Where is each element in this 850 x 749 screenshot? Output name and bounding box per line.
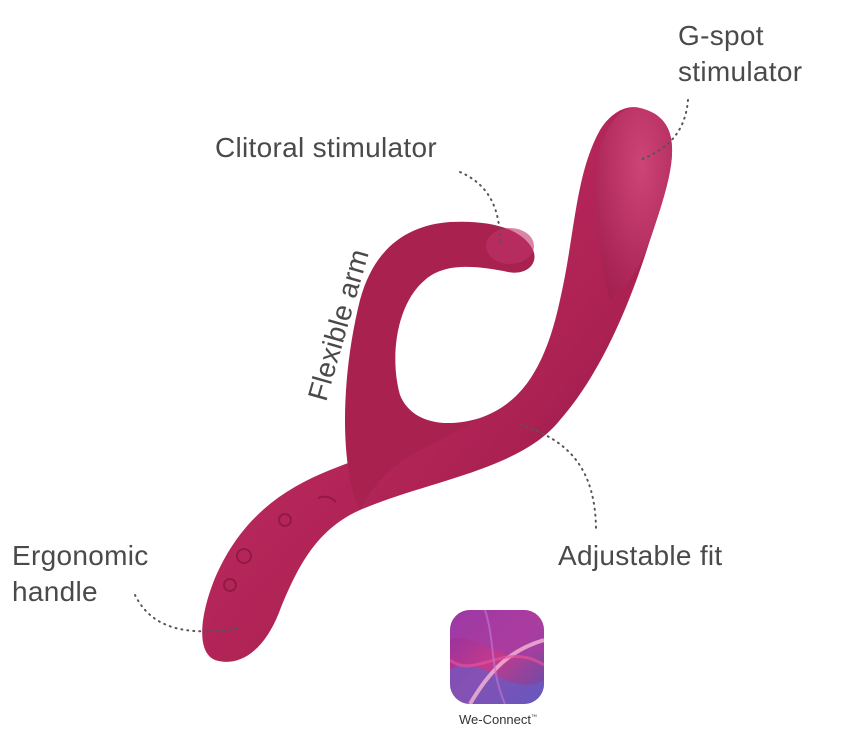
we-connect-app-icon: [450, 610, 544, 704]
gspot-stimulator-label: G-spot stimulator: [678, 18, 802, 90]
handle-label-line1: Ergonomic: [12, 540, 149, 571]
adjustable-fit-label: Adjustable fit: [558, 540, 723, 571]
flexible-arm: [345, 221, 535, 510]
app-trademark: ™: [531, 714, 537, 721]
product-main-body: [202, 107, 673, 662]
clitoral-tip: [486, 228, 534, 264]
ergonomic-handle-label: Ergonomic handle: [12, 538, 149, 610]
clitoral-stimulator-label: Clitoral stimulator: [215, 132, 437, 163]
gspot-tip: [595, 107, 673, 300]
leader-handle: [134, 594, 241, 633]
leader-clitoral: [459, 171, 501, 243]
leader-gspot: [639, 99, 689, 161]
handle-buttons: [223, 495, 337, 592]
gspot-label-line2: stimulator: [678, 56, 803, 87]
leader-fit: [519, 424, 597, 529]
handle-label-line2: handle: [12, 576, 98, 607]
gspot-label-line1: G-spot: [678, 20, 764, 51]
leader-lines: [134, 99, 689, 633]
app-name-text: We-Connect: [458, 712, 531, 727]
app-name-label: We-Connect™: [430, 712, 566, 727]
